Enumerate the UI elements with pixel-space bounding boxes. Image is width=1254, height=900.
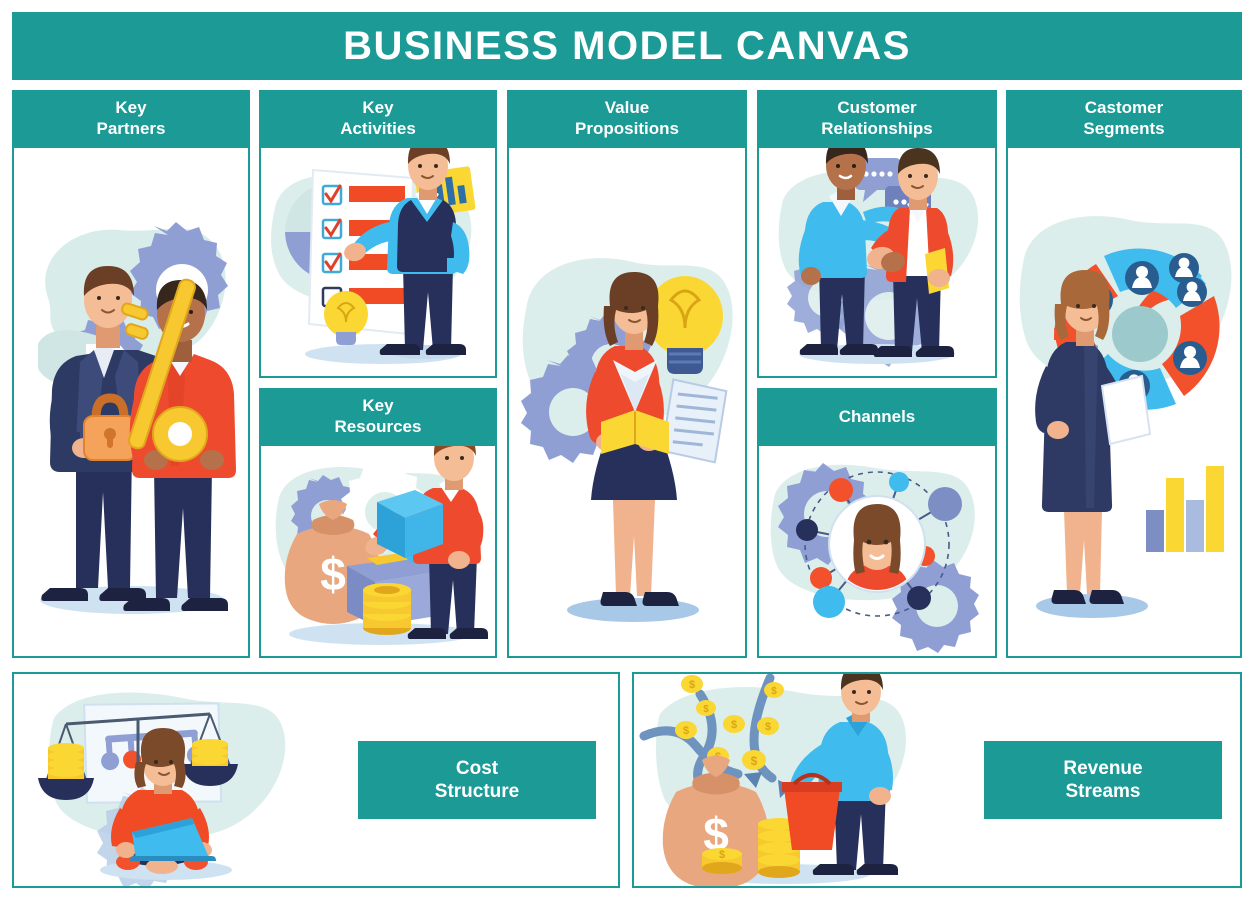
block-title-line1: Customer [837,98,917,118]
block-value-propositions[interactable]: Value Propositions [507,90,747,658]
illustration-network-avatar-nodes [759,446,995,654]
illustration-two-men-handshake [759,148,995,374]
svg-text:$: $ [320,548,346,600]
svg-text:$: $ [765,721,771,733]
block-title-line2: Resources [334,417,422,436]
block-title-line1: Revenue [1063,757,1143,779]
block-title-line2: Structure [434,781,520,802]
block-key-resources[interactable]: Key Resources [259,388,497,658]
illustration-two-people-lock-and-key [14,148,248,654]
block-title-line1: Key [362,396,394,416]
illustration-woman-with-segmented-pie [1008,148,1240,654]
block-body-channels [759,446,995,654]
block-body-key-resources: $ [261,446,495,654]
block-header-key-activities: Key Activities [261,92,495,148]
block-header-value-propositions: Value Propositions [509,92,745,148]
svg-text:$: $ [689,679,695,691]
block-customer-segments[interactable]: Castomer Segments [1006,90,1242,658]
block-cost-structure[interactable]: Cost Structure [12,672,620,888]
svg-text:$: $ [703,704,709,715]
block-title-line1: Castomer [1084,98,1164,118]
svg-text:$: $ [731,719,737,731]
block-body-customer-relationships [759,148,995,374]
block-body-value-propositions [509,148,745,654]
svg-text:$: $ [683,725,689,737]
canvas-title-banner: BUSINESS MODEL CANVAS [12,12,1242,80]
block-title-line2: Activities [340,119,416,138]
block-revenue-streams[interactable]: $ $ $ $ $ $ $ $ $ [632,672,1242,888]
block-header-channels: Channels [759,390,995,446]
block-customer-relationships[interactable]: Customer Relationships [757,90,997,378]
block-title-line2: Segments [1083,119,1165,138]
illustration-man-with-checklist [261,148,495,374]
svg-text:$: $ [719,849,725,861]
illustration-man-bucket-catching-coins: $ $ $ $ $ $ $ $ $ [634,674,934,886]
illustration-woman-laptop-balance-scales [14,674,314,886]
block-title-line1: Value [604,98,650,118]
illustration-woman-with-folder-gears-bulb [509,148,745,654]
block-title-line1: Channels [838,406,916,426]
block-header-customer-relationships: Customer Relationships [759,92,995,148]
svg-text:$: $ [771,686,777,697]
block-title-line1: Key [362,98,394,118]
block-title-line1: Key [115,98,147,118]
block-title-line1: Cost [455,757,499,779]
block-header-key-partners: Key Partners [14,92,248,148]
svg-text:$: $ [751,754,758,768]
block-label-cost-structure: Cost Structure [358,740,596,820]
block-body-key-partners [14,148,248,654]
block-body-customer-segments [1008,148,1240,654]
block-title-line2: Partners [96,119,166,138]
block-channels[interactable]: Channels [757,388,997,658]
block-body-key-activities [261,148,495,374]
block-label-revenue-streams: Revenue Streams [984,740,1222,820]
block-key-partners[interactable]: Key Partners [12,90,250,658]
illustration-man-with-box-and-moneybag: $ [261,446,495,654]
block-title-line2: Streams [1065,781,1141,802]
block-title-line2: Propositions [575,119,679,138]
block-key-activities[interactable]: Key Activities [259,90,497,378]
block-title-line2: Relationships [821,119,933,138]
block-header-customer-segments: Castomer Segments [1008,92,1240,148]
page-title: BUSINESS MODEL CANVAS [343,23,911,68]
block-header-key-resources: Key Resources [261,390,495,446]
